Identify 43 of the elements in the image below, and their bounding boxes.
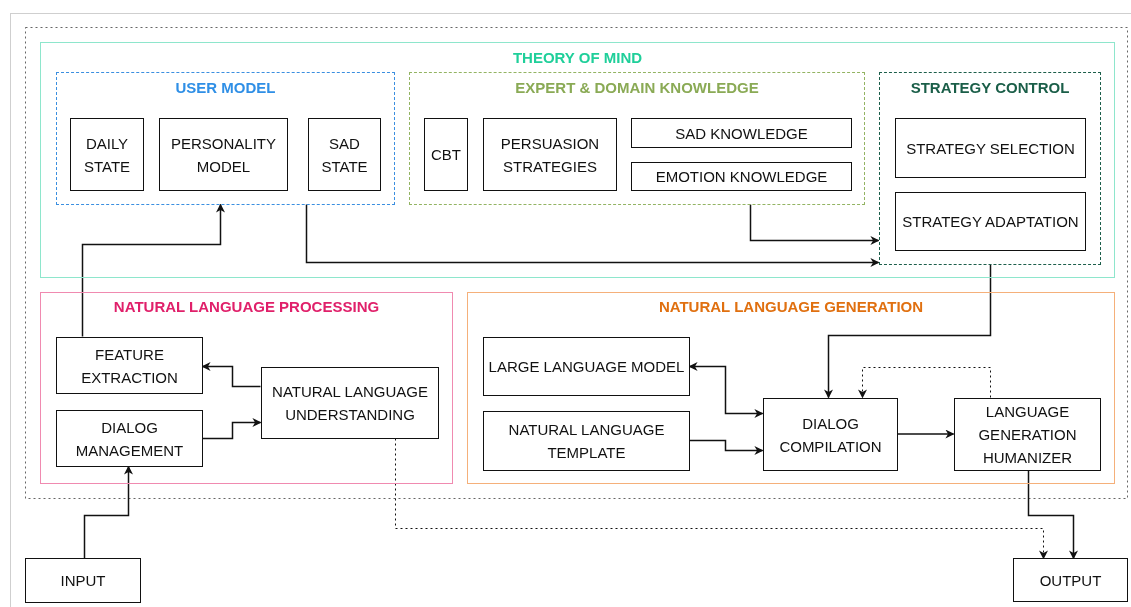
- process-box: DIALOG COMPILATION: [763, 398, 898, 471]
- process-box: LANGUAGE GENERATION HUMANIZER: [954, 398, 1101, 471]
- arrow: [201, 418, 262, 440]
- arrow: [83, 465, 133, 560]
- process-box: LARGE LANGUAGE MODEL: [483, 337, 690, 396]
- group-panel: [56, 72, 395, 205]
- process-box: DAILY STATE: [70, 118, 144, 191]
- group-panel: [879, 72, 1101, 265]
- group-panel: [409, 72, 865, 205]
- group-panel: [467, 292, 1115, 484]
- arrow: [688, 439, 764, 455]
- process-box: OUTPUT: [1013, 558, 1128, 602]
- arrow: [1027, 469, 1078, 560]
- process-box: NATURAL LANGUAGE TEMPLATE: [483, 411, 690, 471]
- arrow: [395, 438, 1048, 560]
- process-box: CBT: [424, 118, 468, 191]
- process-box: EMOTION KNOWLEDGE: [631, 162, 852, 191]
- arrow: [858, 367, 991, 399]
- process-box: FEATURE EXTRACTION: [56, 337, 203, 394]
- group-title: NATURAL LANGUAGE GENERATION: [658, 298, 924, 315]
- arrow: [824, 263, 992, 399]
- group-title: USER MODEL: [175, 79, 276, 96]
- group-title: STRATEGY CONTROL: [910, 79, 1070, 96]
- group-title: THEORY OF MIND: [512, 49, 643, 66]
- process-box: STRATEGY ADAPTATION: [895, 192, 1086, 251]
- arrow: [305, 203, 880, 267]
- arrow: [688, 362, 764, 418]
- process-box: PERSONALITY MODEL: [159, 118, 288, 191]
- process-box: INPUT: [25, 558, 141, 603]
- group-title: NATURAL LANGUAGE PROCESSING: [113, 298, 380, 315]
- process-box: PERSUASION STRATEGIES: [483, 118, 617, 191]
- process-box: SAD STATE: [308, 118, 381, 191]
- arrow: [81, 203, 225, 338]
- process-box: SAD KNOWLEDGE: [631, 118, 852, 148]
- arrow: [201, 362, 262, 388]
- process-box: STRATEGY SELECTION: [895, 118, 1086, 178]
- group-title: EXPERT & DOMAIN KNOWLEDGE: [515, 79, 759, 96]
- process-box: DIALOG MANAGEMENT: [56, 410, 203, 467]
- group-panel: [40, 42, 1115, 278]
- arrow: [896, 429, 955, 439]
- group-panel: [40, 292, 453, 484]
- process-box: NATURAL LANGUAGE UNDERSTANDING: [261, 367, 439, 439]
- arrow: [749, 203, 880, 245]
